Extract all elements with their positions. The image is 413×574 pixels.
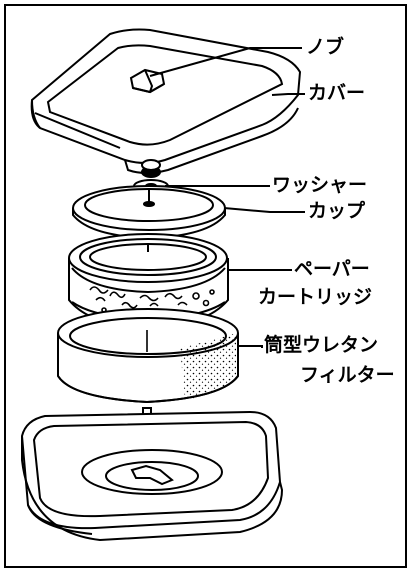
label-urethane-line1: 筒型ウレタン [264, 334, 379, 356]
leader-cup [223, 207, 305, 213]
label-paper-line1: ペーパー [294, 258, 370, 280]
leader-urethane-filter [237, 345, 263, 348]
cover-part [30, 28, 302, 174]
urethane-filter-part [57, 308, 239, 404]
label-washer: ワッシャー [272, 174, 368, 196]
label-urethane-line2: フィルター [300, 364, 395, 386]
base-part [20, 410, 284, 542]
knob-part [129, 68, 166, 94]
label-cover: カバー [308, 82, 366, 104]
leader-lines [149, 47, 305, 348]
leader-cover [271, 93, 305, 96]
cup-part [72, 185, 226, 240]
label-paper-line2: カートリッジ [258, 286, 373, 308]
label-knob: ノブ [306, 36, 345, 58]
label-cup: カップ [308, 200, 366, 222]
leader-knob [149, 47, 302, 77]
